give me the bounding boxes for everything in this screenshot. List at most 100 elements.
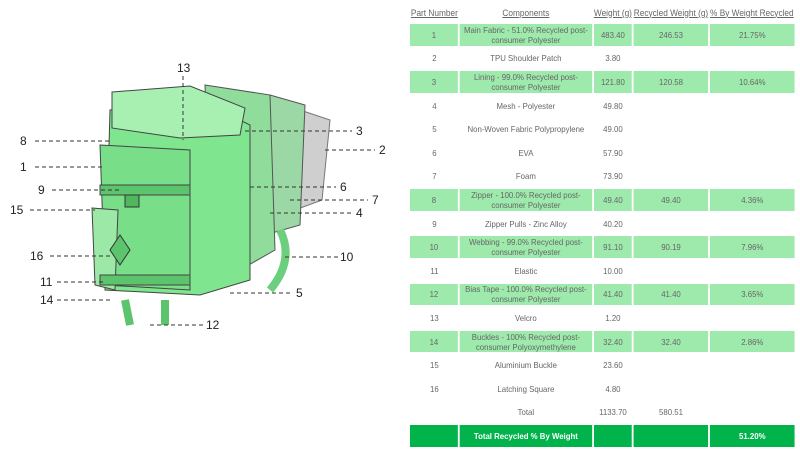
bottom-strap xyxy=(99,274,191,286)
callout-13: 13 xyxy=(177,61,191,75)
header-part-number: Part Number xyxy=(410,7,458,18)
callout-11: 11 xyxy=(40,275,53,289)
callout-15: 15 xyxy=(10,203,24,217)
part-number: 7 xyxy=(432,171,437,182)
part-number: 6 xyxy=(432,147,437,158)
pct-recycled: 10.64% xyxy=(708,70,795,94)
weight: 91.10 xyxy=(592,235,633,259)
header-weight: Weight (g) xyxy=(593,7,632,18)
part-number: 13 xyxy=(430,312,439,323)
component-name: Elastic xyxy=(514,265,538,276)
component-name: Bias Tape - 100.0% Recycled post-consume… xyxy=(457,282,593,307)
pct-recycled xyxy=(709,165,794,189)
weight: 32.40 xyxy=(592,329,633,354)
weight: 3.80 xyxy=(605,53,621,64)
weight: 23.60 xyxy=(603,360,623,371)
part-number: 11 xyxy=(430,265,439,276)
weight: 49.80 xyxy=(603,100,623,111)
part-number: 2 xyxy=(432,53,437,64)
pct-recycled xyxy=(709,141,794,165)
summary-row: Total Recycled % By Weight 51.20% xyxy=(410,424,795,448)
total-row: Total 1133.70 580.51 xyxy=(410,401,795,425)
recycled-weight: 120.58 xyxy=(631,70,710,94)
callout-14: 14 xyxy=(40,293,54,307)
weight: 49.40 xyxy=(592,188,633,212)
component-name: Zipper - 100.0% Recycled post-consumer P… xyxy=(457,188,593,212)
weight: 10.00 xyxy=(603,265,623,276)
recycled-weight xyxy=(633,94,709,118)
summary-value: 51.20% xyxy=(708,424,795,448)
callout-10: 10 xyxy=(340,250,354,264)
total-recycled: 580.51 xyxy=(659,407,683,418)
part-number: 12 xyxy=(410,282,459,307)
weight: 41.40 xyxy=(592,282,633,307)
recycled-weight: 90.19 xyxy=(631,235,710,259)
part-number: 10 xyxy=(410,235,459,259)
callout-5: 5 xyxy=(296,286,303,300)
part-number: 15 xyxy=(430,360,439,371)
header-pct-recycled: % By Weight Recycled xyxy=(710,7,794,18)
pct-recycled xyxy=(709,212,794,236)
callout-6: 6 xyxy=(340,180,347,194)
recycled-weight: 41.40 xyxy=(631,282,710,307)
component-name: Buckles - 100% Recycled post-consumer Po… xyxy=(457,329,593,354)
component-name: Velcro xyxy=(515,312,537,323)
callout-4: 4 xyxy=(356,206,363,220)
pct-recycled: 7.96% xyxy=(708,235,795,259)
recycled-weight xyxy=(633,141,709,165)
component-name: TPU Shoulder Patch xyxy=(490,53,562,64)
callout-9: 9 xyxy=(38,183,45,197)
callout-8: 8 xyxy=(20,134,27,148)
part-number: 5 xyxy=(432,124,437,135)
weight: 40.20 xyxy=(603,218,623,229)
summary-label: Total Recycled % By Weight xyxy=(457,424,593,448)
recycled-weight xyxy=(633,117,709,141)
weight: 121.80 xyxy=(592,70,633,94)
recycled-weight xyxy=(633,353,709,377)
pct-recycled xyxy=(709,94,794,118)
callout-3: 3 xyxy=(356,124,363,138)
callout-12: 12 xyxy=(206,318,220,332)
component-name: Main Fabric - 51.0% Recycled post-consum… xyxy=(457,23,593,47)
weight: 483.40 xyxy=(592,23,633,47)
recycled-weight: 246.53 xyxy=(631,23,710,47)
pct-recycled xyxy=(709,377,794,401)
recycled-weight xyxy=(633,47,709,71)
pct-recycled: 3.65% xyxy=(708,282,795,307)
part-number: 8 xyxy=(410,188,459,212)
recycled-weight: 32.40 xyxy=(631,329,710,354)
weight: 57.90 xyxy=(603,147,623,158)
pct-recycled: 2.86% xyxy=(708,329,795,354)
recycled-weight: 49.40 xyxy=(631,188,710,212)
bottom-straps xyxy=(121,299,169,326)
callout-1: 1 xyxy=(20,160,27,174)
component-name: Latching Square xyxy=(497,383,555,394)
component-name: Mesh - Polyester xyxy=(496,100,556,111)
buckle xyxy=(124,194,140,208)
pct-recycled xyxy=(709,259,794,283)
recycled-weight xyxy=(633,259,709,283)
side-pocket xyxy=(91,207,119,291)
latching-square xyxy=(109,234,131,266)
weight: 1.20 xyxy=(605,312,621,323)
recycled-weight xyxy=(633,306,709,330)
pct-recycled: 4.36% xyxy=(708,188,795,212)
weight: 49.00 xyxy=(603,124,623,135)
callout-16: 16 xyxy=(30,249,44,263)
pct-recycled: 21.75% xyxy=(708,23,795,47)
table-row: 2 TPU Shoulder Patch 3.80 xyxy=(410,47,795,71)
part-number: 14 xyxy=(410,329,459,354)
part-number: 3 xyxy=(410,70,459,94)
table-header-row: Part Number Components Weight (g) Recycl… xyxy=(410,3,795,23)
total-label: Total xyxy=(517,407,535,418)
